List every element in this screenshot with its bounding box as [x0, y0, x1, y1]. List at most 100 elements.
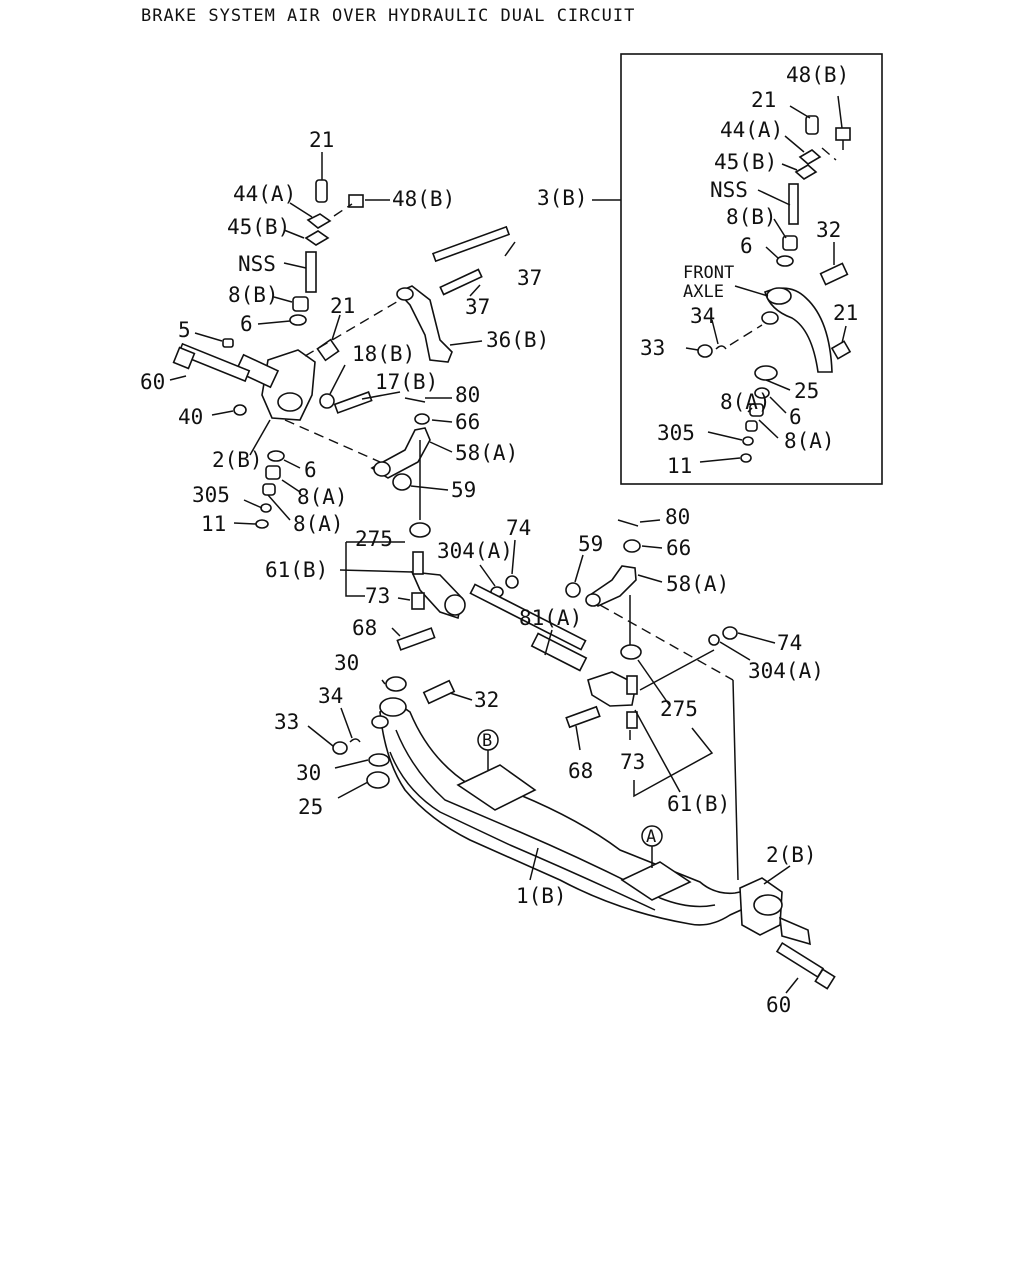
label-66-top: 66: [455, 410, 480, 434]
label-61b-left: 61(B): [265, 558, 328, 582]
nut-66-left: [414, 413, 430, 425]
bleeder-21-mid: [316, 338, 340, 362]
inset-panel: 3(B): [537, 53, 883, 485]
svg-text:305: 305: [657, 421, 695, 445]
shim-6-top: [289, 314, 307, 326]
label-59-top: 59: [451, 478, 476, 502]
label-80-right: 80: [665, 505, 690, 529]
pin-nss: [305, 251, 317, 293]
label-18b: 18(B): [352, 342, 415, 366]
label-59-right: 59: [578, 532, 603, 556]
nut-33: [332, 741, 348, 755]
svg-text:25: 25: [794, 379, 819, 403]
svg-text:8(B): 8(B): [726, 205, 777, 229]
nut-18b: [319, 393, 335, 409]
knuckle-arm-58a-left: [370, 397, 431, 538]
front-axle-beam: [371, 697, 753, 926]
label-30-bot: 30: [296, 761, 321, 785]
inset-bush-8b: [782, 235, 798, 251]
pin-32: [422, 679, 456, 705]
inset-pin-32: [819, 262, 849, 286]
boot-275-right: [620, 644, 642, 660]
inset-shim-6b: [754, 387, 770, 399]
label-74-right: 74: [777, 631, 802, 655]
label-37-a: 37: [517, 266, 542, 290]
svg-text:11: 11: [667, 454, 692, 478]
label-21-mid: 21: [330, 294, 355, 318]
boot-275-left: [409, 522, 431, 538]
label-6-top: 6: [240, 312, 253, 336]
label-48b: 48(B): [392, 187, 455, 211]
label-25: 25: [298, 795, 323, 819]
svg-text:6: 6: [740, 234, 753, 258]
label-275-left: 275: [355, 527, 393, 551]
inset-washer-45b: [794, 164, 818, 180]
king-bolt-60-right: [775, 941, 825, 979]
label-60-left: 60: [140, 370, 165, 394]
svg-text:6: 6: [789, 405, 802, 429]
bolt-37-a: [431, 225, 511, 263]
knuckle-left: [172, 179, 373, 529]
label-44a: 44(A): [233, 182, 296, 206]
label-68-left: 68: [352, 616, 377, 640]
label-2b-right: 2(B): [766, 843, 817, 867]
label-8a-1: 8(A): [297, 485, 348, 509]
shim-30-top: [385, 676, 407, 692]
washer-44a: [306, 213, 332, 229]
ring-11: [255, 519, 269, 529]
nut-59-right: [565, 582, 581, 598]
nut-59-left: [392, 473, 412, 491]
inset-bleeder-21b: [830, 340, 852, 360]
steering-arm-36b: [396, 225, 511, 363]
label-2b-left: 2(B): [212, 448, 263, 472]
label-80-top: 80: [455, 383, 480, 407]
svg-text:B: B: [482, 731, 492, 751]
tie-rod-81a: [469, 583, 587, 651]
grease-nipple-5: [222, 338, 234, 348]
diagram-title: BRAKE SYSTEM AIR OVER HYDRAULIC DUAL CIR…: [141, 6, 635, 26]
inset-bearing-25: [754, 365, 778, 381]
axle-eye-left: [379, 697, 407, 717]
label-40: 40: [178, 405, 203, 429]
grease-73-right: [626, 711, 638, 729]
label-5: 5: [178, 318, 191, 342]
shim-6-bot: [267, 450, 285, 462]
inset-ring-305: [742, 436, 754, 446]
label-21-top: 21: [309, 128, 334, 152]
nut-74-right: [722, 626, 738, 640]
axle-hardware-left: [332, 676, 456, 789]
label-17b: 17(B): [375, 370, 438, 394]
svg-text:21: 21: [751, 88, 776, 112]
nut-66-right: [623, 539, 641, 553]
washer-34: [349, 738, 361, 743]
stud-17b: [333, 391, 373, 414]
label-6-bot: 6: [304, 458, 317, 482]
nut-74-left: [505, 575, 519, 589]
svg-text:45(B): 45(B): [714, 150, 777, 174]
bush-8b: [292, 296, 309, 312]
inset-axle-eye: [766, 287, 792, 305]
label-73-left: 73: [365, 584, 390, 608]
label-8a-2: 8(A): [293, 512, 344, 536]
bleeder-21-top: [315, 179, 328, 203]
inset-axle-label: AXLE: [683, 282, 724, 302]
bolt-68-left: [396, 627, 436, 651]
svg-text:A: A: [646, 827, 656, 847]
inset-ring-11: [740, 453, 752, 463]
svg-text:32: 32: [816, 218, 841, 242]
label-33: 33: [274, 710, 299, 734]
washer-45b: [304, 230, 330, 246]
inset-nut-33: [697, 344, 713, 358]
label-81a: 81(A): [519, 606, 582, 630]
bolt-37-b: [439, 268, 483, 296]
label-8b: 8(B): [228, 283, 279, 307]
svg-text:34: 34: [690, 304, 715, 328]
svg-text:21: 21: [833, 301, 858, 325]
label-304a-left: 304(A): [437, 539, 513, 563]
label-30-top: 30: [334, 651, 359, 675]
inset-front-label: FRONT: [683, 263, 734, 283]
inset-border: [620, 53, 883, 485]
inset-pin-nss: [788, 183, 799, 225]
